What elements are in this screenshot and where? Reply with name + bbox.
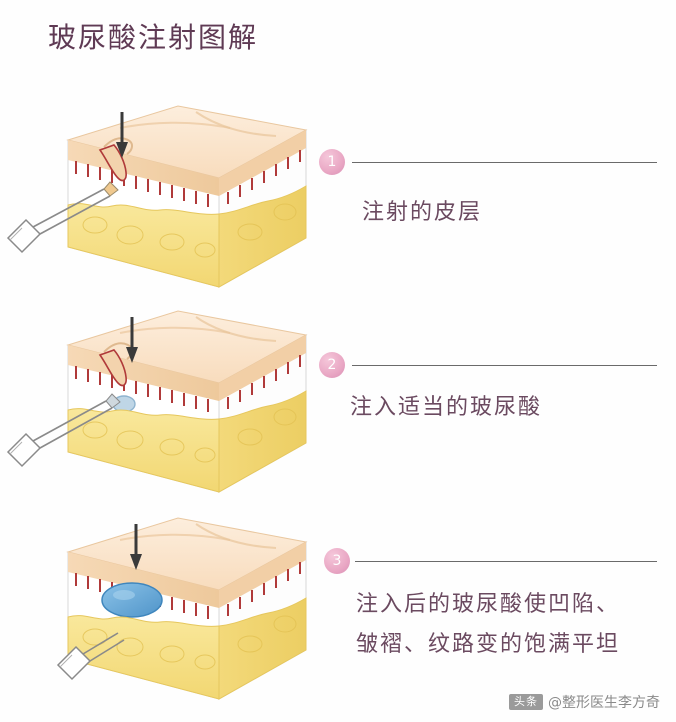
page-title: 玻尿酸注射图解 <box>48 21 259 54</box>
step-rule-2 <box>352 365 657 366</box>
step-rule-1 <box>352 162 657 163</box>
step-label-3-line2: 皱褶、纹路变的饱满平坦 <box>356 632 621 657</box>
illustration-block-3 <box>56 517 308 700</box>
pressure-arrow-1 <box>116 112 128 158</box>
step-label-3-line1: 注入后的玻尿酸使凹陷、 <box>356 592 621 617</box>
watermark: 头条 @整形医生李方奇 <box>509 692 660 712</box>
syringe-3 <box>56 632 125 681</box>
step-badge-3: 3 <box>324 548 350 574</box>
illustration-block-2 <box>6 310 308 493</box>
toutiao-logo-icon: 头条 <box>509 694 543 710</box>
pressure-arrow-3 <box>130 524 142 570</box>
step-badge-1: 1 <box>319 149 345 175</box>
syringe-2 <box>6 393 121 468</box>
step-rule-3 <box>355 561 657 562</box>
pressure-arrow-2 <box>126 317 138 363</box>
step-badge-2: 2 <box>319 352 345 378</box>
step-label-1: 注射的皮层 <box>362 200 483 225</box>
step-label-2: 注入适当的玻尿酸 <box>350 395 543 420</box>
filler-blob-3 <box>101 582 163 618</box>
illustration-block-1 <box>6 105 308 288</box>
syringe-1 <box>6 181 119 254</box>
watermark-text: @整形医生李方奇 <box>548 695 660 711</box>
